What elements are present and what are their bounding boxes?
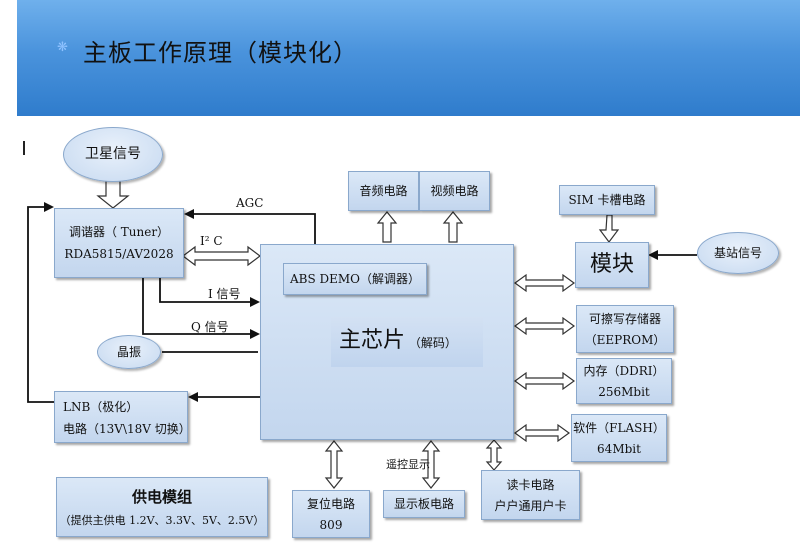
flash-title: 软件（FLASH） xyxy=(573,421,665,435)
q-signal-line xyxy=(142,278,260,339)
satellite-arrow xyxy=(96,180,130,209)
module-arrow xyxy=(513,273,576,293)
lnb-box: LNB（极化） 电路（13V\18V 切换） xyxy=(54,391,191,443)
agc-line xyxy=(184,209,316,245)
main-chip-box: ABS DEMO（解调器） 主芯片 （解码） xyxy=(260,244,514,440)
i-signal-line xyxy=(159,278,260,307)
card-reader-title: 读卡电路 xyxy=(506,478,555,492)
abs-demo-box: ABS DEMO（解调器） xyxy=(283,263,427,295)
crystal-node: 晶振 xyxy=(97,335,161,369)
ddr-arrow xyxy=(513,371,576,391)
reset-arrow xyxy=(324,440,344,489)
tuner-model: RDA5815/AV2028 xyxy=(64,247,174,261)
ddr-box: 内存（DDRI） 256Mbit xyxy=(576,358,672,404)
base-station-node: 基站信号 xyxy=(697,232,779,274)
text-cursor xyxy=(23,141,25,155)
reset-title: 复位电路 xyxy=(306,497,355,511)
i2c-arrow xyxy=(182,245,261,267)
bullet-icon: ❋ xyxy=(57,40,68,55)
crystal-label: 晶振 xyxy=(116,345,141,359)
flash-size: 64Mbit xyxy=(597,442,641,456)
ddr-size: 256Mbit xyxy=(598,385,650,399)
video-label: 视频电路 xyxy=(430,184,479,198)
eeprom-arrow xyxy=(513,316,576,336)
main-chip-label: 主芯片 xyxy=(339,328,406,353)
sim-label: SIM 卡槽电路 xyxy=(568,193,646,207)
eeprom-title: 可擦写存储器 xyxy=(588,312,661,326)
lnb-feedback-line xyxy=(27,202,54,403)
ddr-title: 内存（DDRI） xyxy=(583,364,665,378)
eeprom-type: （EEPROM） xyxy=(584,333,666,347)
audio-label: 音频电路 xyxy=(359,184,408,198)
audio-arrow xyxy=(376,211,398,243)
main-chip-center: 主芯片 （解码） xyxy=(331,317,483,367)
display-label: 显示板电路 xyxy=(393,497,454,511)
card-reader-detail: 户户通用户卡 xyxy=(494,499,567,513)
lnb-title: LNB（极化） xyxy=(63,400,139,414)
agc-label: AGC xyxy=(236,196,264,210)
card-reader-arrow xyxy=(485,439,503,471)
sim-arrow xyxy=(598,214,620,243)
reset-box: 复位电路 809 xyxy=(292,490,370,538)
base-station-label: 基站信号 xyxy=(713,246,762,260)
video-arrow xyxy=(442,211,464,243)
display-box: 显示板电路 xyxy=(383,490,465,518)
eeprom-box: 可擦写存储器 （EEPROM） xyxy=(576,305,674,353)
power-module-box: 供电模组 （提供主供电 1.2V、3.3V、5V、2.5V） xyxy=(56,477,268,537)
satellite-signal-node: 卫星信号 xyxy=(63,127,163,182)
slide-header: ❋ 主板工作原理（模块化） xyxy=(17,0,800,116)
tuner-box: 调谐器（ Tuner） RDA5815/AV2028 xyxy=(54,208,184,278)
slide-title: 主板工作原理（模块化） xyxy=(83,39,358,67)
audio-box: 音频电路 xyxy=(348,171,419,211)
flash-box: 软件（FLASH） 64Mbit xyxy=(571,414,667,462)
card-reader-box: 读卡电路 户户通用户卡 xyxy=(481,470,580,520)
module-box: 模块 xyxy=(575,242,649,288)
main-chip-sub: （解码） xyxy=(408,336,457,350)
q-signal-label: Q 信号 xyxy=(191,320,229,334)
satellite-label: 卫星信号 xyxy=(85,146,141,162)
i-signal-label: I 信号 xyxy=(208,287,241,301)
lnb-detail: 电路（13V\18V 切换） xyxy=(63,422,191,436)
display-arrow xyxy=(421,440,441,489)
remote-label: 遥控显示 xyxy=(386,458,430,471)
power-detail: （提供主供电 1.2V、3.3V、5V、2.5V） xyxy=(59,514,265,527)
abs-demo-label: ABS DEMO（解调器） xyxy=(289,272,421,286)
i2c-label: I² C xyxy=(200,234,223,248)
video-box: 视频电路 xyxy=(419,171,490,211)
flash-arrow xyxy=(513,423,571,443)
tuner-name: 调谐器（ Tuner） xyxy=(68,225,170,239)
reset-chip: 809 xyxy=(319,518,343,532)
sim-box: SIM 卡槽电路 xyxy=(559,185,655,215)
power-title: 供电模组 xyxy=(131,488,192,506)
module-label: 模块 xyxy=(589,252,634,277)
